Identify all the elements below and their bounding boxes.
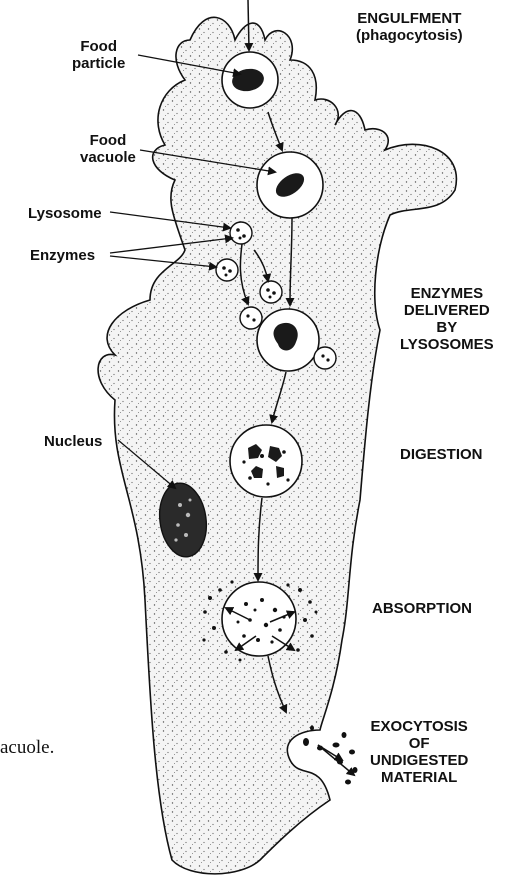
caption-fragment: acuole. (0, 737, 54, 759)
food-vacuole (257, 152, 323, 218)
label-enzymes-delivered: ENZYMES DELIVERED BY LYSOSOMES (400, 285, 494, 353)
digestion-vacuole (230, 425, 302, 497)
lysosome (216, 259, 238, 281)
label-absorption: ABSORPTION (372, 600, 472, 617)
label-enzymes: Enzymes (30, 247, 95, 264)
label-exocytosis: EXOCYTOSIS OF UNDIGESTED MATERIAL (370, 718, 468, 786)
engulfment-pocket (222, 52, 278, 108)
lysosome (260, 281, 282, 303)
label-nucleus: Nucleus (44, 433, 102, 450)
label-food-vacuole: Food vacuole (80, 132, 136, 166)
label-food-particle: Food particle (72, 38, 125, 72)
label-lysosome: Lysosome (28, 205, 102, 222)
label-digestion: DIGESTION (400, 446, 483, 463)
lysosome (230, 222, 252, 244)
label-engulfment: ENGULFMENT (phagocytosis) (356, 10, 463, 44)
